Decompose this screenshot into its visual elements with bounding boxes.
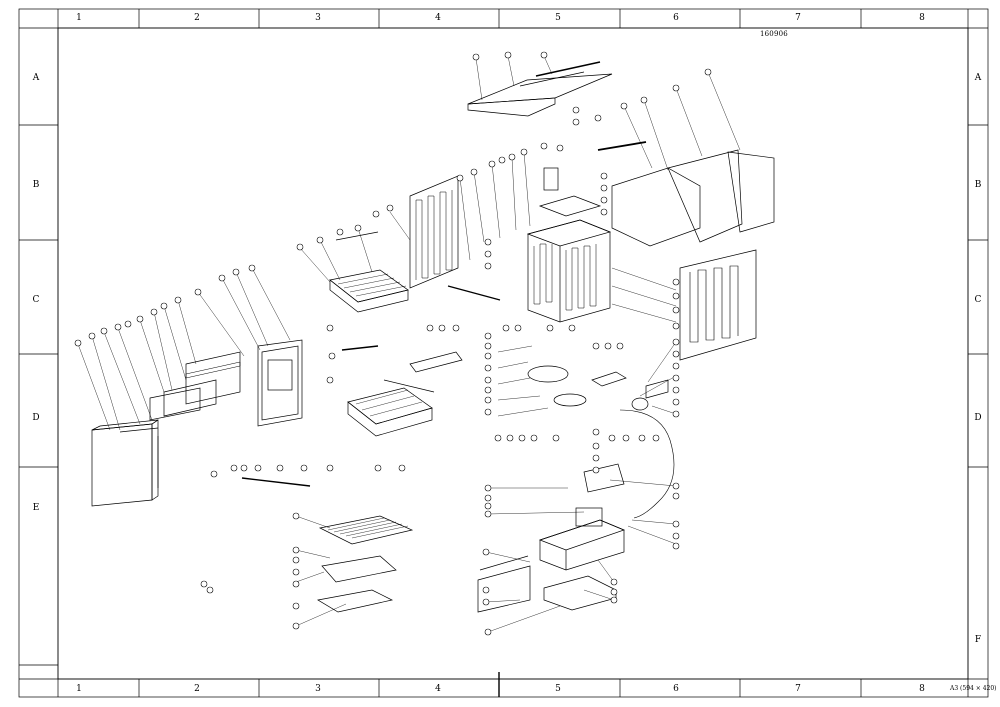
drawing-code: 160906 [760, 30, 788, 38]
col-label-top: 1 [76, 13, 82, 23]
base-frame [538, 463, 625, 611]
leader-lines [77, 55, 741, 633]
row-label-left: B [32, 180, 40, 190]
row-label-left: D [32, 413, 40, 423]
top-cover-assembly [467, 71, 613, 117]
paper-size-note: A3 (594 × 420) [950, 685, 997, 692]
col-label-bottom: 7 [795, 684, 801, 694]
row-label-right: F [974, 635, 982, 645]
tub [526, 167, 612, 323]
upper-basket [329, 231, 409, 313]
col-label-bottom: 6 [673, 684, 679, 694]
col-label-top: 6 [673, 13, 679, 23]
col-label-top: 3 [315, 13, 321, 23]
row-ticks [19, 124, 988, 666]
row-label-left: C [32, 295, 40, 305]
row-label-right: A [974, 73, 982, 83]
row-label-left: E [32, 503, 40, 513]
callout-balloons [74, 51, 712, 636]
col-label-bottom: 5 [555, 684, 561, 694]
col-label-bottom: 3 [315, 684, 321, 694]
outer-border [18, 8, 989, 698]
col-label-bottom: 2 [194, 684, 200, 694]
front-decor-panel [91, 419, 159, 507]
side-insulation-left [409, 175, 459, 289]
door-assembly [149, 339, 303, 427]
insulation-panels [611, 149, 775, 361]
inner-border [57, 27, 969, 680]
rails-and-parts [241, 61, 647, 613]
pump-assembly [527, 365, 675, 519]
row-label-left: A [32, 73, 40, 83]
col-label-bottom: 1 [76, 684, 82, 694]
col-label-top: 7 [795, 13, 801, 23]
lower-basket [347, 379, 435, 437]
row-label-right: B [974, 180, 982, 190]
row-label-right: C [974, 295, 982, 305]
col-label-top: 8 [919, 13, 925, 23]
row-label-right: D [974, 413, 982, 423]
col-label-bottom: 8 [919, 684, 925, 694]
column-ticks [138, 9, 862, 697]
col-label-bottom: 4 [435, 684, 441, 694]
col-label-top: 4 [435, 13, 441, 23]
col-label-top: 2 [194, 13, 200, 23]
col-label-top: 5 [555, 13, 561, 23]
cutlery-tray [317, 515, 414, 613]
